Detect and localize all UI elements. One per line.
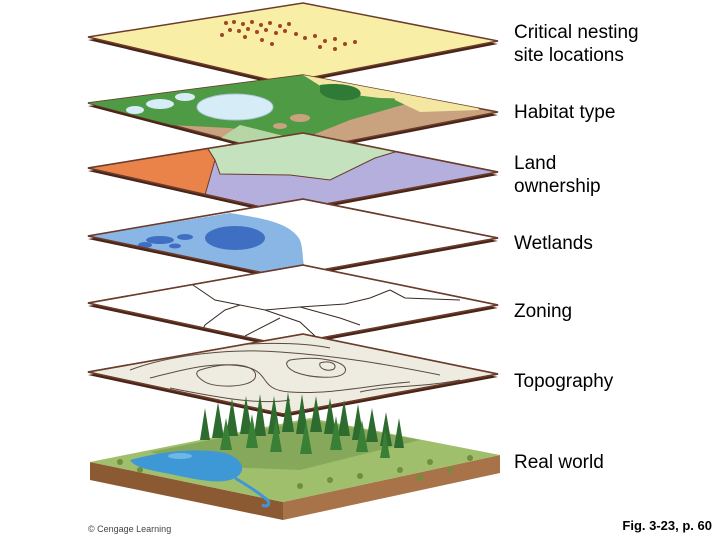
label-topography: Topography [514,371,614,392]
forest-icon [200,392,404,458]
nesting-layer [87,2,499,86]
zoning-layer [87,264,499,348]
label-wetlands: Wetlands [514,233,593,254]
habitat-layer [87,74,499,157]
nest-site-dots [220,20,357,51]
river-icon [130,450,271,508]
publisher-credit: © Cengage Learning [88,524,172,534]
label-habitat: Habitat type [514,102,616,123]
figure-reference: Fig. 3-23, p. 60 [622,518,712,533]
label-zoning: Zoning [514,301,573,322]
label-realworld: Real world [514,452,604,473]
label-ownership: Land ownership [514,153,601,197]
wetlands-layer [87,198,499,280]
shrub-icons [117,455,473,489]
ownership-layer [87,132,499,215]
label-nesting: Critical nesting site locations [514,22,639,66]
topography-layer [87,333,499,417]
realworld-layer [90,392,500,520]
